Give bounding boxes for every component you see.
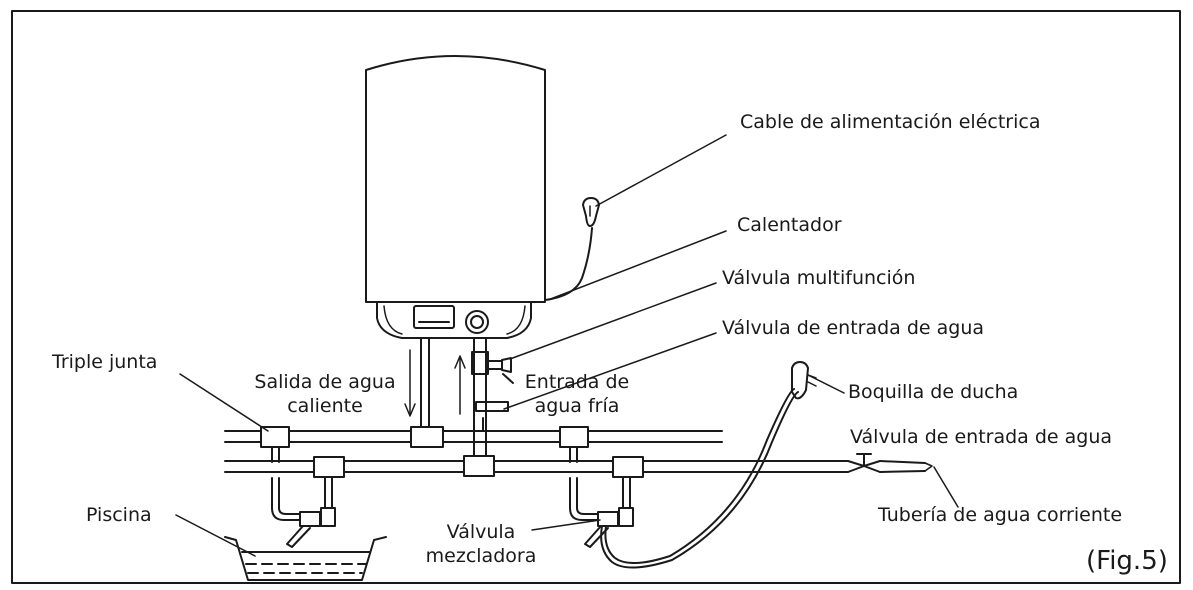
- multifunction-valve-label: Válvula multifunción: [722, 267, 916, 289]
- mixing-valve-label: Válvula mezcladora: [410, 520, 552, 568]
- hot-outlet-pipe: [420, 337, 430, 429]
- water-heater: [365, 55, 546, 339]
- shower-head-label: Boquilla de ducha: [848, 381, 1019, 403]
- mixing-valve-line-2: mezcladora: [425, 545, 537, 567]
- power-cable-label: Cable de alimentación eléctrica: [740, 111, 1041, 133]
- hot-water-outlet-label: Salida de agua caliente: [240, 370, 410, 418]
- power-cable: [544, 197, 600, 301]
- water-inlet-valve-label-right: Válvula de entrada de agua: [850, 426, 1113, 448]
- water-inlet-valve-label-top: Válvula de entrada de agua: [722, 317, 985, 339]
- tap-water-pipe-label: Tubería de agua corriente: [878, 504, 1123, 526]
- cold-water-inlet-line-1: Entrada de: [524, 371, 630, 393]
- hot-water-outlet-line-2: caliente: [287, 395, 363, 417]
- supply-valve: [847, 453, 933, 473]
- heater-label: Calentador: [737, 214, 842, 236]
- mixing-valve-line-1: Válvula: [446, 521, 516, 543]
- cold-inlet-pipe: [471, 337, 514, 459]
- leader-lines: [175, 134, 959, 557]
- pool-label: Piscina: [86, 504, 152, 526]
- figure-number: (Fig.5): [1086, 546, 1168, 576]
- cold-main-pipe: [224, 455, 849, 478]
- triple-joint-label: Triple junta: [52, 351, 158, 373]
- shower-mixing-assembly: [569, 446, 634, 548]
- pool-mixing-assembly: [271, 446, 336, 548]
- pool-basin: [224, 536, 387, 581]
- flow-arrows: [404, 349, 466, 417]
- cold-water-inlet-label: Entrada de agua fría: [514, 370, 640, 418]
- hot-main-pipe: [224, 426, 723, 448]
- cold-water-inlet-line-2: agua fría: [534, 395, 620, 417]
- hot-water-outlet-line-1: Salida de agua: [254, 371, 396, 393]
- figure-frame: [11, 10, 1181, 584]
